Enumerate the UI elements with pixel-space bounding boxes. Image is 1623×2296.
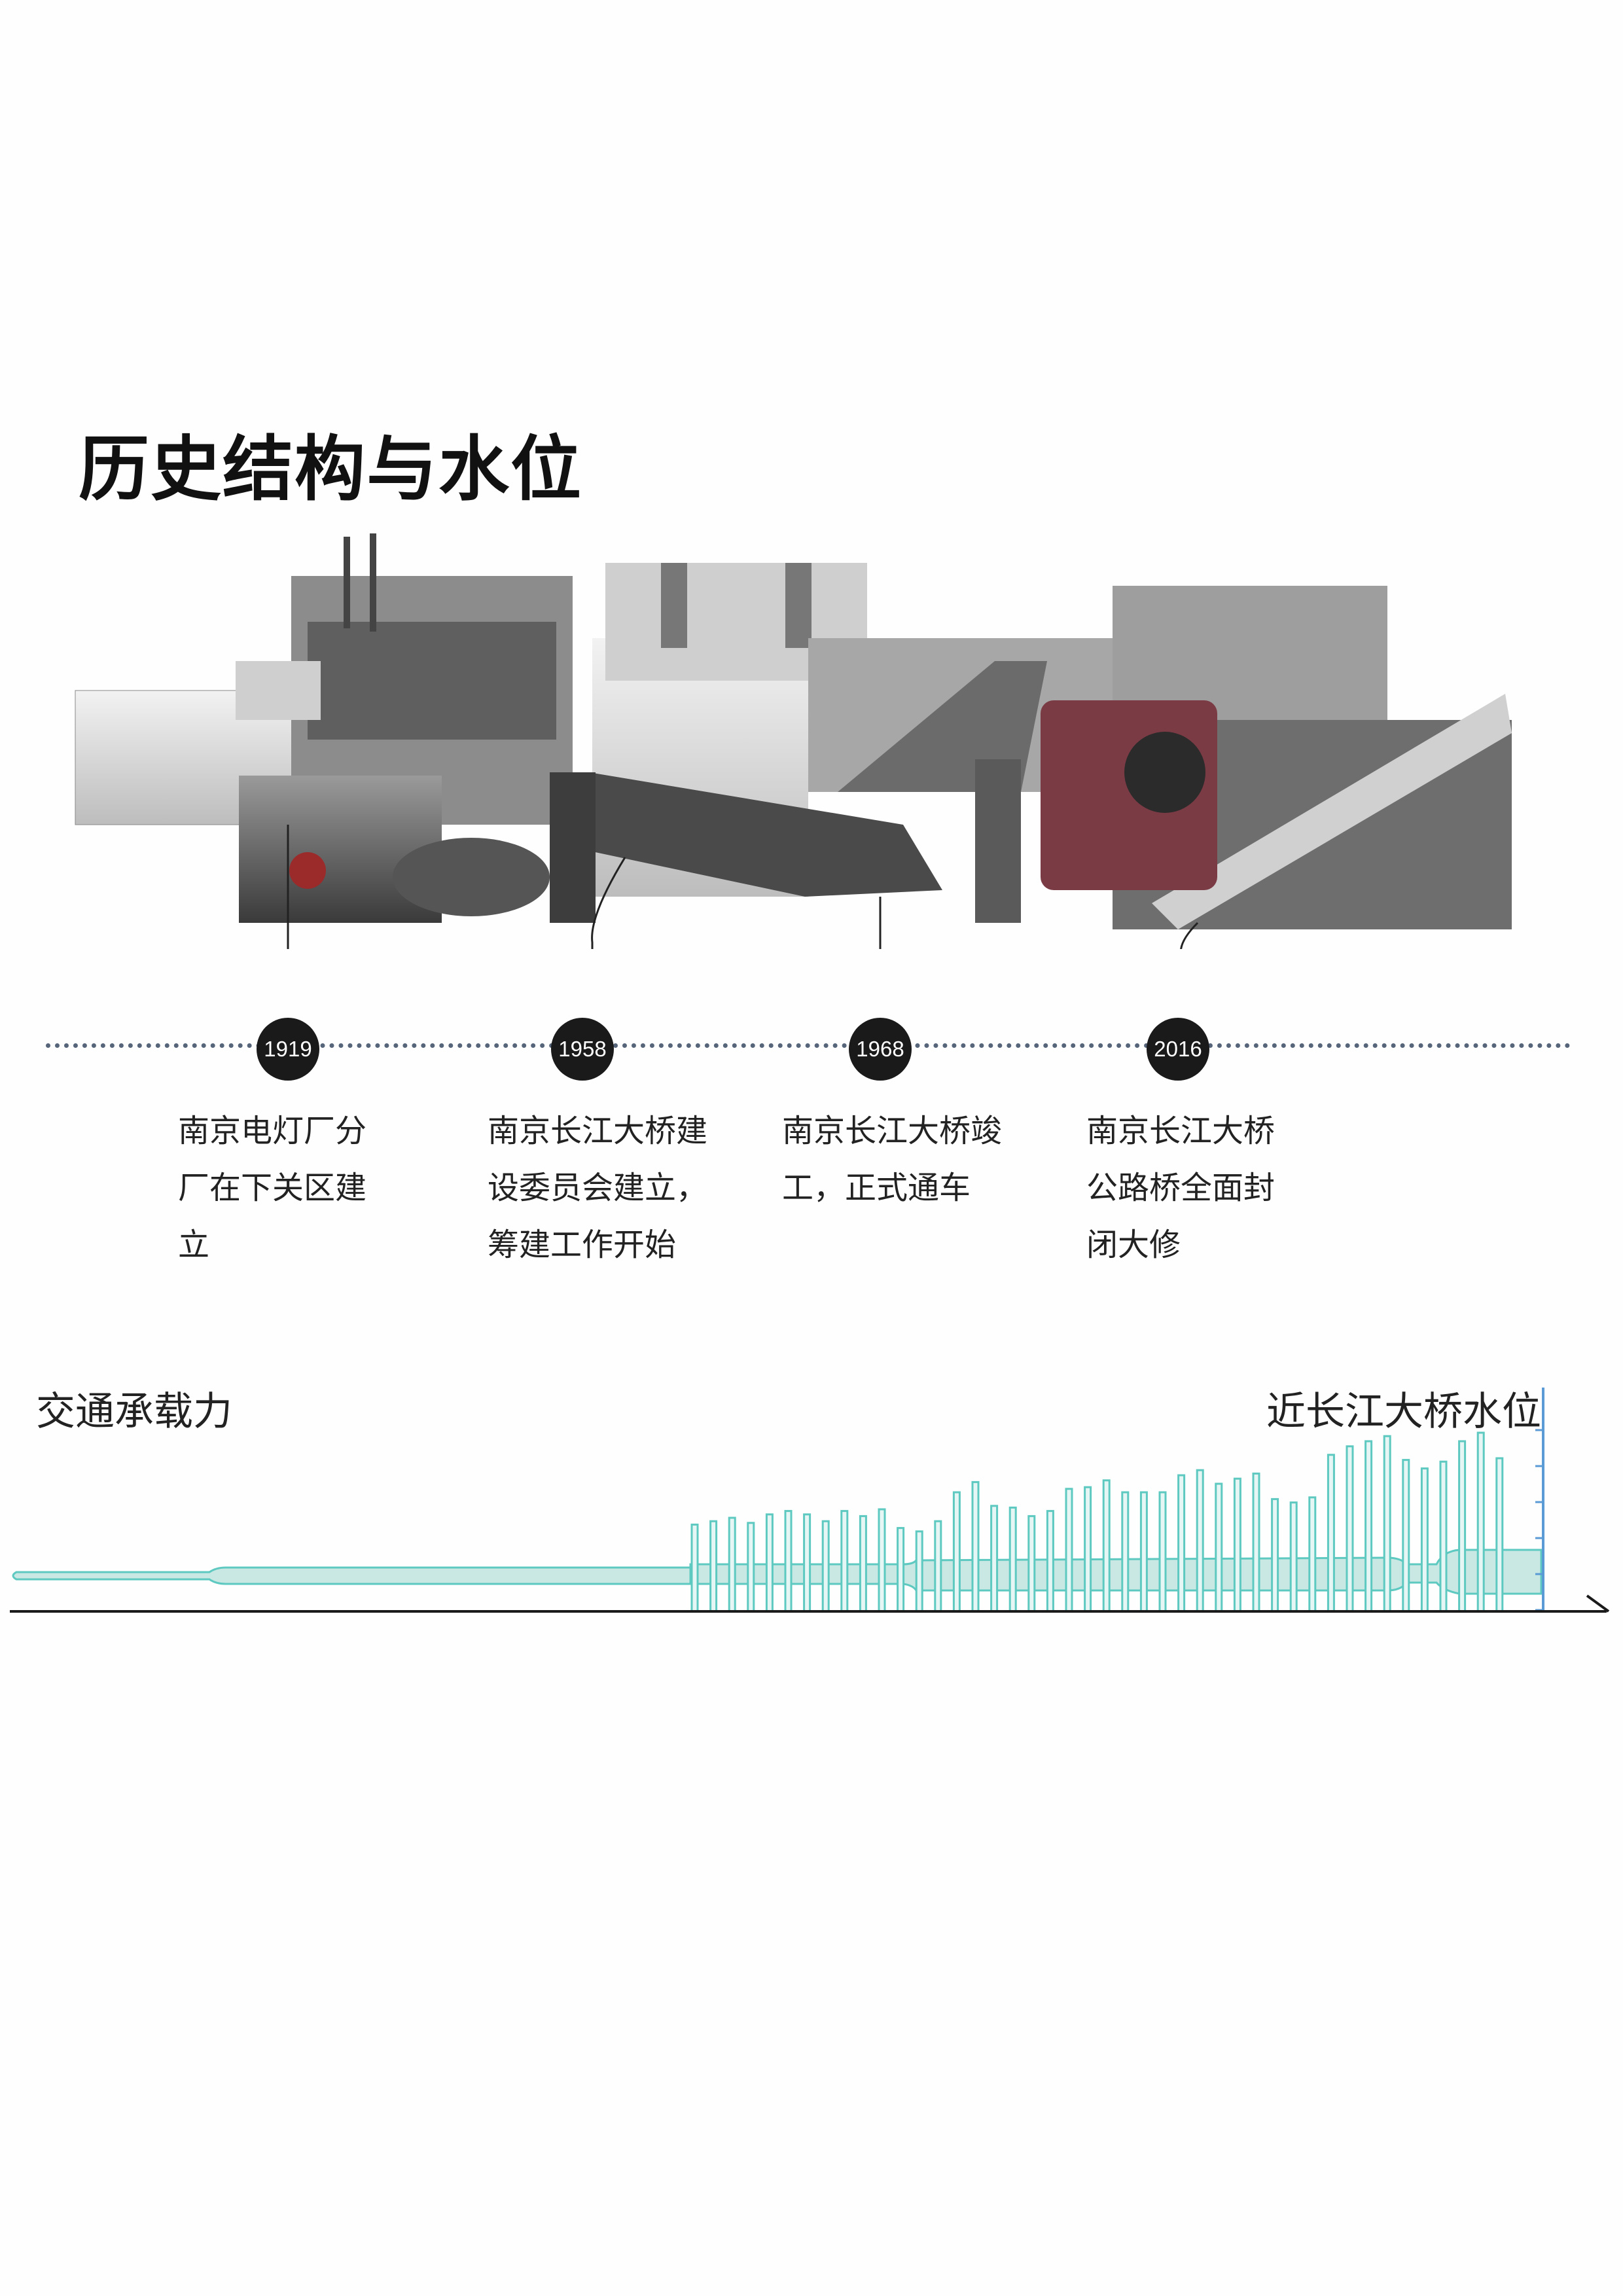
event-line: 南京长江大桥竣 [782, 1113, 1003, 1149]
year-label: 1968 [856, 1037, 904, 1061]
event-line: 南京电灯厂分 [178, 1113, 367, 1149]
connector-1958 [591, 857, 626, 949]
water-level-bar [1308, 1496, 1317, 1613]
bridge-tower [785, 563, 812, 648]
traffic-capacity-label: 交通承载力 [36, 1389, 232, 1435]
water-level-bar [990, 1505, 999, 1613]
year-marker-1958: 1958 [551, 1018, 614, 1081]
water-level-bar [1139, 1491, 1148, 1613]
water-level-bars [690, 1431, 1504, 1613]
event-line: 筹建工作开始 [488, 1227, 677, 1263]
water-level-bar [747, 1522, 755, 1613]
water-level-bar [1065, 1488, 1073, 1613]
water-level-bar [1420, 1467, 1429, 1613]
water-level-bar [971, 1480, 980, 1613]
water-level-bar [1458, 1440, 1467, 1613]
water-level-bar [1046, 1510, 1054, 1613]
baseline-arrow [1586, 1594, 1610, 1613]
plant-building [308, 622, 556, 740]
water-level-bar [1383, 1435, 1391, 1613]
water-level-bar [1102, 1479, 1111, 1613]
photo-coal-carts [393, 838, 550, 916]
water-level-bar [1121, 1491, 1130, 1613]
traffic-capacity-band [12, 1566, 692, 1585]
year-marker-1919: 1919 [257, 1018, 319, 1081]
event-line: 闭大修 [1086, 1227, 1181, 1263]
water-level-bar [1327, 1454, 1335, 1613]
water-level-bar [1495, 1457, 1504, 1613]
water-level-bar [728, 1516, 736, 1613]
train-emblem [289, 852, 326, 889]
photo-worker-1968 [975, 759, 1021, 923]
traffic-capacity-band-widening [689, 1549, 1543, 1595]
event-line: 厂在下关区建 [178, 1170, 367, 1206]
event-line: 设委员会建立， [488, 1170, 708, 1206]
timeline-dotted-line [46, 1043, 1571, 1048]
event-text-1968: 南京长江大桥竣 工，正式通车 [782, 1103, 1002, 1217]
chimney [370, 533, 376, 632]
connector-2016 [1180, 922, 1199, 949]
photo-tower [236, 661, 321, 720]
event-line: 公路桥全面封 [1086, 1170, 1275, 1206]
water-level-bar [784, 1510, 793, 1613]
water-level-bar [915, 1530, 923, 1613]
photo-workers [550, 772, 596, 923]
year-label: 1919 [264, 1037, 312, 1061]
water-level-bar [803, 1513, 812, 1613]
year-label: 1958 [558, 1037, 607, 1061]
water-level-bar [1364, 1440, 1373, 1613]
water-level-bar [952, 1491, 961, 1613]
water-level-bar [821, 1520, 830, 1613]
water-level-bar [897, 1527, 905, 1613]
event-text-1919: 南京电灯厂分 厂在下关区建 立 [178, 1103, 366, 1274]
water-level-bar [1271, 1498, 1279, 1613]
water-level-bar [1346, 1445, 1354, 1613]
event-line: 工，正式通车 [782, 1170, 971, 1206]
water-level-bar [859, 1515, 867, 1613]
water-level-label: 近长江大桥水位 [1266, 1389, 1541, 1435]
event-text-2016: 南京长江大桥 公路桥全面封 闭大修 [1086, 1103, 1275, 1274]
water-level-bar [1402, 1459, 1410, 1613]
year-label: 2016 [1154, 1037, 1202, 1061]
water-level-bar [878, 1508, 886, 1613]
page-title: 历史结构与水位 [79, 429, 583, 511]
truss-bridge-steel [589, 772, 942, 897]
event-text-1958: 南京长江大桥建 设委员会建立， 筹建工作开始 [488, 1103, 707, 1274]
water-level-bar [1196, 1469, 1204, 1613]
bridge-tower [661, 563, 687, 648]
year-marker-2016: 2016 [1147, 1018, 1209, 1081]
water-level-bar [709, 1520, 718, 1613]
event-line: 立 [178, 1227, 210, 1263]
modern-bridge [1152, 694, 1512, 929]
water-level-chart [10, 1388, 1610, 1613]
water-level-bar [1084, 1486, 1092, 1613]
event-line: 南京长江大桥 [1086, 1113, 1275, 1149]
water-level-bar [1158, 1491, 1167, 1613]
water-level-bar [1252, 1472, 1260, 1613]
water-level-bar [1233, 1477, 1241, 1613]
water-level-bar [690, 1523, 699, 1613]
water-level-bar [765, 1513, 774, 1613]
water-level-bar [1008, 1506, 1017, 1613]
chimney [344, 537, 350, 628]
poster-emblem [1124, 732, 1205, 813]
event-line: 南京长江大桥建 [488, 1113, 708, 1149]
water-level-bar [1027, 1515, 1036, 1613]
water-level-bar [1289, 1501, 1298, 1613]
water-level-bar [1215, 1482, 1223, 1613]
water-level-bar [1439, 1460, 1448, 1613]
water-level-bar [1177, 1474, 1186, 1613]
year-marker-1968: 1968 [849, 1018, 912, 1081]
historical-photo-collage [75, 533, 1512, 949]
water-level-bar [934, 1520, 942, 1613]
water-level-bar [840, 1510, 849, 1613]
water-level-bar [1476, 1431, 1485, 1613]
